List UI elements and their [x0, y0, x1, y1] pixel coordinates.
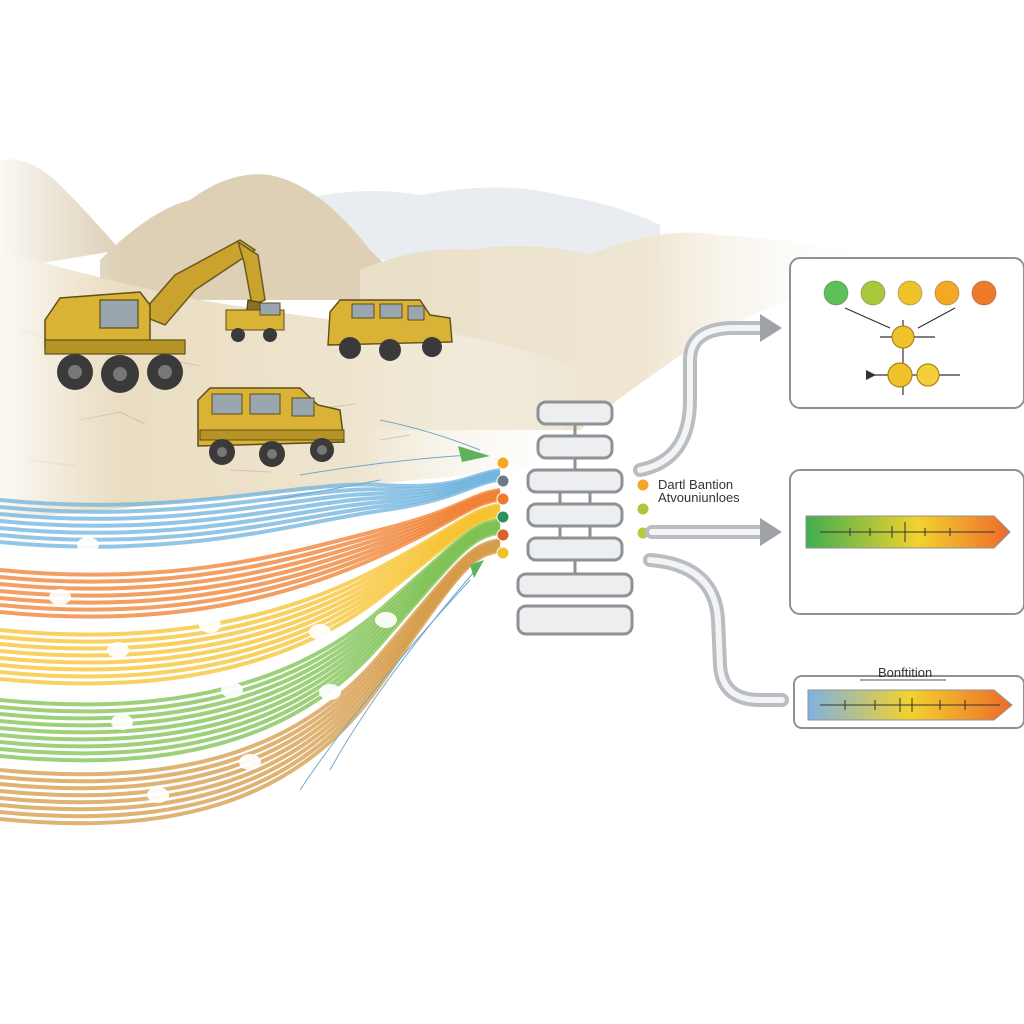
- status-dot: [823, 280, 849, 306]
- arrow-into-hub-bottom: [470, 560, 484, 578]
- status-dot-row: [823, 280, 997, 306]
- haul-truck-right: [327, 299, 453, 361]
- arrow-head-top: [760, 314, 782, 342]
- status-dot: [934, 280, 960, 306]
- outlet-dot: [636, 478, 650, 492]
- middle-output-panel: [789, 469, 1024, 615]
- node-lower-left: [887, 362, 913, 388]
- stream-particle: [319, 684, 341, 700]
- hub-outlet-dots: [636, 478, 650, 540]
- hub-label-line1: Dartl Bantion: [658, 477, 733, 492]
- stream-line: [0, 477, 501, 549]
- output-pipes: [633, 321, 789, 707]
- processing-hub: [516, 400, 634, 636]
- inlet-dot: [496, 456, 510, 470]
- node-lower-right: [916, 363, 940, 387]
- stream-particle: [175, 549, 197, 565]
- stream-particle: [221, 682, 243, 698]
- signal-lines: [269, 419, 481, 791]
- excavator-distant: [225, 302, 285, 342]
- stream-particle: [375, 612, 397, 628]
- stream-particle: [49, 589, 71, 605]
- inlet-dot: [496, 474, 510, 488]
- status-dot: [897, 280, 923, 306]
- stream-particle: [111, 714, 133, 730]
- arrow-head-middle: [760, 518, 782, 546]
- inlet-dot: [496, 510, 510, 524]
- haul-truck-front: [197, 387, 345, 467]
- hub-inlet-dots: [496, 456, 510, 560]
- arrow-into-hub-top: [458, 446, 490, 462]
- top-output-panel: [789, 257, 1024, 409]
- stream-line: [0, 497, 501, 619]
- stream-particle: [239, 754, 261, 770]
- stream-particle: [199, 617, 221, 633]
- inlet-dot: [496, 492, 510, 506]
- outlet-dot: [636, 502, 650, 516]
- stream-line: [0, 530, 501, 763]
- status-dot: [971, 280, 997, 306]
- stream-particle: [77, 537, 99, 553]
- stream-particle: [147, 787, 169, 803]
- node-upper: [891, 325, 915, 349]
- data-streams: [0, 468, 501, 826]
- inlet-dot: [496, 528, 510, 542]
- stream-particle: [309, 624, 331, 640]
- bottom-output-panel: Bonftition: [793, 665, 1024, 729]
- bottom-panel-label: Bonftition: [878, 665, 932, 680]
- inlet-dot: [496, 546, 510, 560]
- hub-label-line2: Atvouniunloes: [658, 490, 740, 505]
- stream-line: [0, 514, 501, 686]
- stream-particle: [107, 642, 129, 658]
- status-dot: [860, 280, 886, 306]
